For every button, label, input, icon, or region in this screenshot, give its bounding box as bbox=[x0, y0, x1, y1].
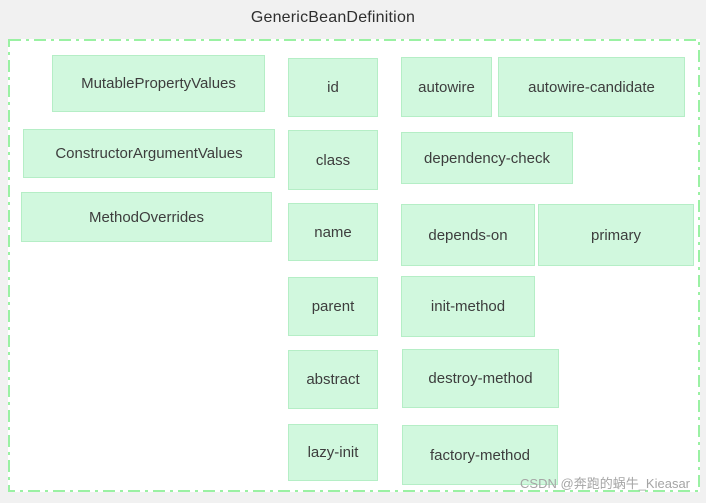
box-autowire-candidate: autowire-candidate bbox=[498, 57, 685, 117]
generic-bean-definition-frame: MutablePropertyValues ConstructorArgumen… bbox=[8, 39, 700, 492]
box-class: class bbox=[288, 130, 378, 190]
box-primary: primary bbox=[538, 204, 694, 266]
box-abstract: abstract bbox=[288, 350, 378, 409]
box-init-method: init-method bbox=[401, 276, 535, 337]
csdn-watermark: CSDN @奔跑的蜗牛_Kieasar bbox=[520, 476, 690, 491]
box-factory-method: factory-method bbox=[402, 425, 558, 485]
box-depends-on: depends-on bbox=[401, 204, 535, 266]
box-lazy-init: lazy-init bbox=[288, 424, 378, 481]
box-id: id bbox=[288, 58, 378, 117]
box-parent: parent bbox=[288, 277, 378, 336]
box-destroy-method: destroy-method bbox=[402, 349, 559, 408]
page-title: GenericBeanDefinition bbox=[250, 9, 416, 26]
box-autowire: autowire bbox=[401, 57, 492, 117]
box-method-overrides: MethodOverrides bbox=[21, 192, 272, 242]
box-dependency-check: dependency-check bbox=[401, 132, 573, 184]
box-name: name bbox=[288, 203, 378, 261]
box-mutable-property-values: MutablePropertyValues bbox=[52, 55, 265, 112]
box-constructor-argument-values: ConstructorArgumentValues bbox=[23, 129, 275, 178]
